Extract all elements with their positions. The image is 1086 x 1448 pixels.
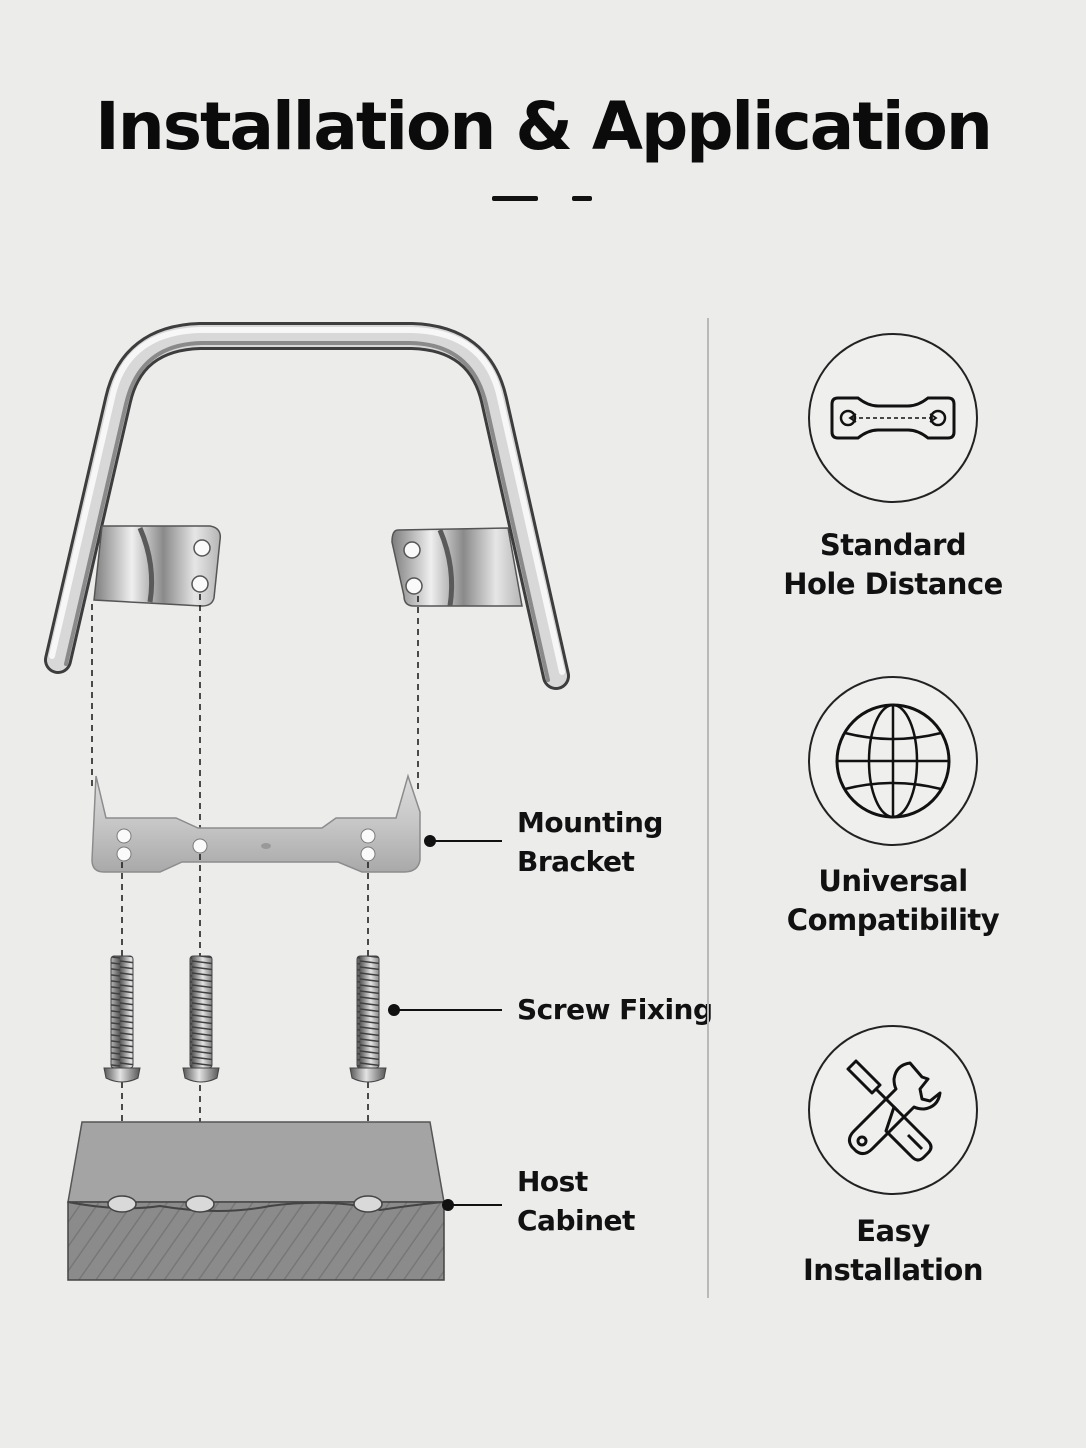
hole-distance-icon <box>808 333 978 503</box>
mounting-bracket <box>91 773 421 873</box>
handle-tube <box>44 322 570 690</box>
vertical-divider <box>707 318 709 1298</box>
title-underline-short <box>572 196 592 201</box>
callout-leaders <box>388 835 502 1211</box>
feature-label-hole-distance: Standard Hole Distance <box>783 528 1003 601</box>
host-cabinet-block <box>67 1121 445 1281</box>
tools-icon <box>808 1025 978 1195</box>
title-underline-long <box>492 196 538 201</box>
feature-label-easy-installation: Easy Installation <box>803 1214 983 1287</box>
page-title: Installation & Application <box>95 88 993 165</box>
callout-host-cabinet: Host Cabinet <box>517 1165 635 1237</box>
handle-left-plate <box>93 525 222 607</box>
screw-right <box>349 955 387 1083</box>
screw-middle <box>182 955 220 1083</box>
globe-icon <box>808 676 978 846</box>
handle-right-plate <box>391 527 523 607</box>
callout-mounting-bracket: Mounting Bracket <box>517 806 663 878</box>
screw-left <box>103 955 141 1083</box>
alignment-lines-upper <box>91 594 419 830</box>
callout-screw-fixing: Screw Fixing <box>517 993 713 1026</box>
feature-label-compatibility: Universal Compatibility <box>786 864 1000 937</box>
